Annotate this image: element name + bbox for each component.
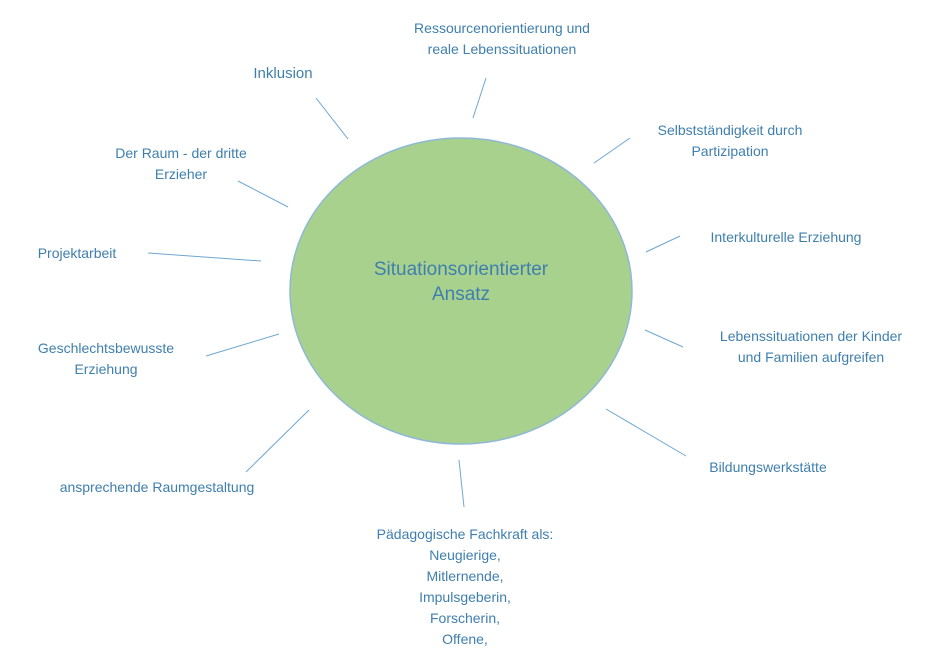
label-lebens: Lebenssituationen der Kinder und Familie… xyxy=(719,328,903,365)
connector-lebens xyxy=(644,329,684,348)
connector-geschlecht xyxy=(205,333,280,357)
connector-fachkraft xyxy=(458,459,465,508)
connector-selbst xyxy=(593,137,631,164)
center-title: Situationsorientierter Ansatz xyxy=(291,257,631,307)
connector-bildung xyxy=(605,408,687,457)
connector-ressourcen xyxy=(472,77,487,119)
label-geschlecht: Geschlechtsbewusste Erziehung xyxy=(37,340,175,377)
label-raumgestaltung: ansprechende Raumgestaltung xyxy=(59,479,255,495)
center-circle xyxy=(289,137,633,445)
label-interkulturell: Interkulturelle Erziehung xyxy=(710,229,862,245)
connector-inklusion xyxy=(315,97,349,140)
connector-projekt xyxy=(147,252,262,262)
label-selbst: Selbstständigkeit durch Partizipation xyxy=(657,122,803,159)
connector-interkulturell xyxy=(645,235,681,253)
label-raum: Der Raum - der dritte Erzieher xyxy=(115,145,247,182)
connector-raum xyxy=(237,180,289,208)
label-ressourcen: Ressourcenorientierung und reale Lebenss… xyxy=(414,20,590,57)
label-fachkraft: Pädagogische Fachkraft als: Neugierige, … xyxy=(376,526,554,647)
label-bildung: Bildungswerkstätte xyxy=(709,459,827,475)
center-title-line1: Situationsorientierter xyxy=(373,259,549,280)
connector-raumgestaltung xyxy=(245,409,310,473)
center-title-line2: Ansatz xyxy=(431,284,491,305)
label-projekt: Projektarbeit xyxy=(37,245,117,261)
label-inklusion: Inklusion xyxy=(253,65,313,82)
